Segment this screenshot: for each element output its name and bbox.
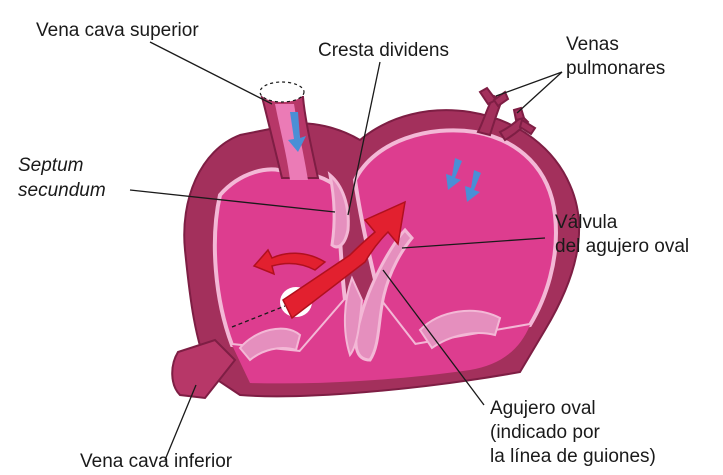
label-valvula-line2: del agujero oval (555, 236, 689, 258)
label-agujero-oval-line2: (indicado por (490, 422, 600, 444)
label-venas-pulmonares-line1: Venas (566, 34, 619, 56)
label-septum-secundum-line1: Septum (18, 155, 83, 177)
label-septum-secundum-line2: secundum (18, 180, 106, 202)
label-valvula-line1: Válvula (555, 212, 617, 234)
label-vena-cava-inferior: Vena cava inferior (80, 451, 232, 473)
pulmonary-veins (478, 88, 535, 140)
svc-opening (260, 82, 304, 102)
label-agujero-oval-line3: la línea de guiones) (490, 446, 656, 468)
label-vena-cava-superior: Vena cava superior (36, 20, 199, 42)
label-agujero-oval-line1: Agujero oval (490, 398, 596, 420)
label-cresta-dividens: Cresta dividens (318, 40, 449, 62)
label-venas-pulmonares-line2: pulmonares (566, 58, 665, 80)
